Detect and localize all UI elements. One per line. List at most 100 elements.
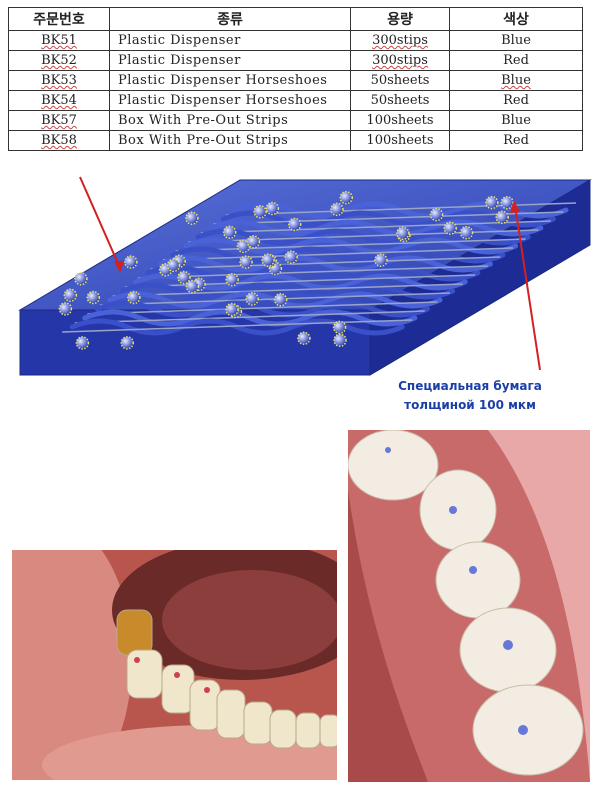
type-cell: Box With Pre-Out Strips bbox=[118, 113, 289, 128]
fiber-strand bbox=[150, 256, 501, 270]
fiber bbox=[208, 219, 544, 237]
fiber-strand bbox=[112, 283, 463, 297]
particle bbox=[225, 302, 239, 317]
particle bbox=[297, 331, 311, 346]
fiber bbox=[82, 309, 418, 327]
capacity-cell: 50sheets bbox=[370, 93, 430, 108]
capacity-cell-container: 300stips bbox=[350, 50, 450, 71]
table-row: BK57 Box With Pre-Out Strips 100sheets Blue bbox=[8, 110, 583, 131]
type-cell: Plastic Dispenser bbox=[118, 33, 241, 48]
fiber bbox=[145, 264, 481, 282]
capacity-cell-container: 300stips bbox=[350, 30, 450, 51]
particle bbox=[63, 288, 78, 302]
fiber-strand bbox=[162, 247, 514, 261]
color-cell: Blue bbox=[501, 33, 531, 48]
particle bbox=[500, 195, 514, 210]
particle bbox=[332, 320, 347, 335]
color-cell: Red bbox=[503, 93, 529, 108]
type-cell-container: Box With Pre-Out Strips bbox=[109, 110, 351, 131]
type-cell: Plastic Dispenser bbox=[118, 53, 241, 68]
fiber-strand bbox=[74, 310, 425, 324]
order-number-cell: BK54 bbox=[41, 93, 77, 108]
pointer-arrow-left bbox=[79, 176, 121, 269]
paper-structure-diagram bbox=[18, 176, 592, 376]
color-cell-container: Blue bbox=[449, 30, 583, 51]
table-header-row: 주문번호 종류 용량 색상 bbox=[8, 7, 583, 31]
order-number-cell-container: BK54 bbox=[8, 90, 110, 111]
particle bbox=[225, 272, 239, 287]
particle bbox=[75, 336, 90, 350]
fiber-strand bbox=[87, 301, 438, 315]
particle bbox=[74, 271, 88, 286]
particle bbox=[86, 290, 101, 305]
capacity-cell: 300stips bbox=[372, 53, 428, 68]
particle bbox=[459, 225, 474, 240]
header-color: 색상 bbox=[449, 7, 583, 31]
photo-lower-teeth-side bbox=[12, 550, 337, 780]
particle bbox=[284, 250, 298, 264]
color-cell: Blue bbox=[501, 113, 531, 128]
type-cell-container: Plastic Dispenser Horseshoes bbox=[109, 70, 351, 91]
particle bbox=[443, 221, 457, 235]
order-number-cell-container: BK57 bbox=[8, 110, 110, 131]
type-cell-container: Plastic Dispenser bbox=[109, 30, 351, 51]
particle bbox=[127, 290, 141, 305]
particle bbox=[239, 255, 253, 269]
particle bbox=[177, 270, 191, 285]
particle bbox=[58, 302, 73, 316]
type-cell-container: Box With Pre-Out Strips bbox=[109, 130, 351, 151]
particle bbox=[273, 292, 288, 307]
color-cell-container: Red bbox=[449, 90, 583, 111]
color-cell: Blue bbox=[501, 73, 531, 88]
arrowhead-right bbox=[510, 200, 520, 213]
particle bbox=[339, 190, 353, 205]
fiber bbox=[120, 282, 456, 300]
color-cell: Red bbox=[503, 133, 529, 148]
table-row: BK52 Plastic Dispenser 300stips Red bbox=[8, 50, 583, 71]
particle bbox=[485, 195, 499, 210]
particle bbox=[245, 292, 259, 306]
pointer-arrow-right bbox=[514, 204, 541, 371]
header-type: 종류 bbox=[109, 7, 351, 31]
capacity-cell: 100sheets bbox=[366, 113, 434, 128]
capacity-cell-container: 50sheets bbox=[350, 70, 450, 91]
particle bbox=[185, 211, 199, 225]
fiber bbox=[69, 318, 405, 336]
header-capacity: 용량 bbox=[350, 7, 450, 31]
fiber-strand bbox=[225, 202, 577, 216]
color-cell-container: Red bbox=[449, 50, 583, 71]
particle bbox=[495, 210, 509, 225]
particle bbox=[246, 235, 261, 249]
order-number-cell: BK52 bbox=[41, 53, 77, 68]
color-cell-container: Blue bbox=[449, 70, 583, 91]
fiber-strand bbox=[175, 238, 526, 252]
particle bbox=[333, 333, 347, 348]
color-cell-container: Blue bbox=[449, 110, 583, 131]
particles bbox=[58, 190, 514, 350]
fiber-strand bbox=[125, 274, 476, 288]
particle bbox=[287, 217, 302, 232]
fiber bbox=[157, 255, 493, 273]
table-row: BK53 Plastic Dispenser Horseshoes 50sheets… bbox=[8, 70, 583, 91]
capacity-cell-container: 50sheets bbox=[350, 90, 450, 111]
color-cell-container: Red bbox=[449, 130, 583, 151]
diagram-caption: Специальная бумага толщиной 100 мкм bbox=[375, 377, 565, 415]
capacity-cell-container: 100sheets bbox=[350, 130, 450, 151]
order-number-cell-container: BK53 bbox=[8, 70, 110, 91]
teeth-image-right bbox=[348, 430, 590, 782]
fiber-strand bbox=[188, 229, 539, 243]
particle bbox=[222, 225, 237, 239]
order-number-cell: BK57 bbox=[41, 113, 77, 128]
caption-line-1: Специальная бумага bbox=[398, 379, 542, 393]
fiber-strand bbox=[62, 319, 413, 333]
fiber bbox=[94, 300, 430, 318]
order-number-cell-container: BK52 bbox=[8, 50, 110, 71]
capacity-cell: 300stips bbox=[372, 33, 428, 48]
type-cell: Plastic Dispenser Horseshoes bbox=[118, 73, 328, 88]
particle bbox=[166, 258, 181, 273]
type-cell-container: Plastic Dispenser bbox=[109, 50, 351, 71]
order-number-cell: BK53 bbox=[41, 73, 77, 88]
